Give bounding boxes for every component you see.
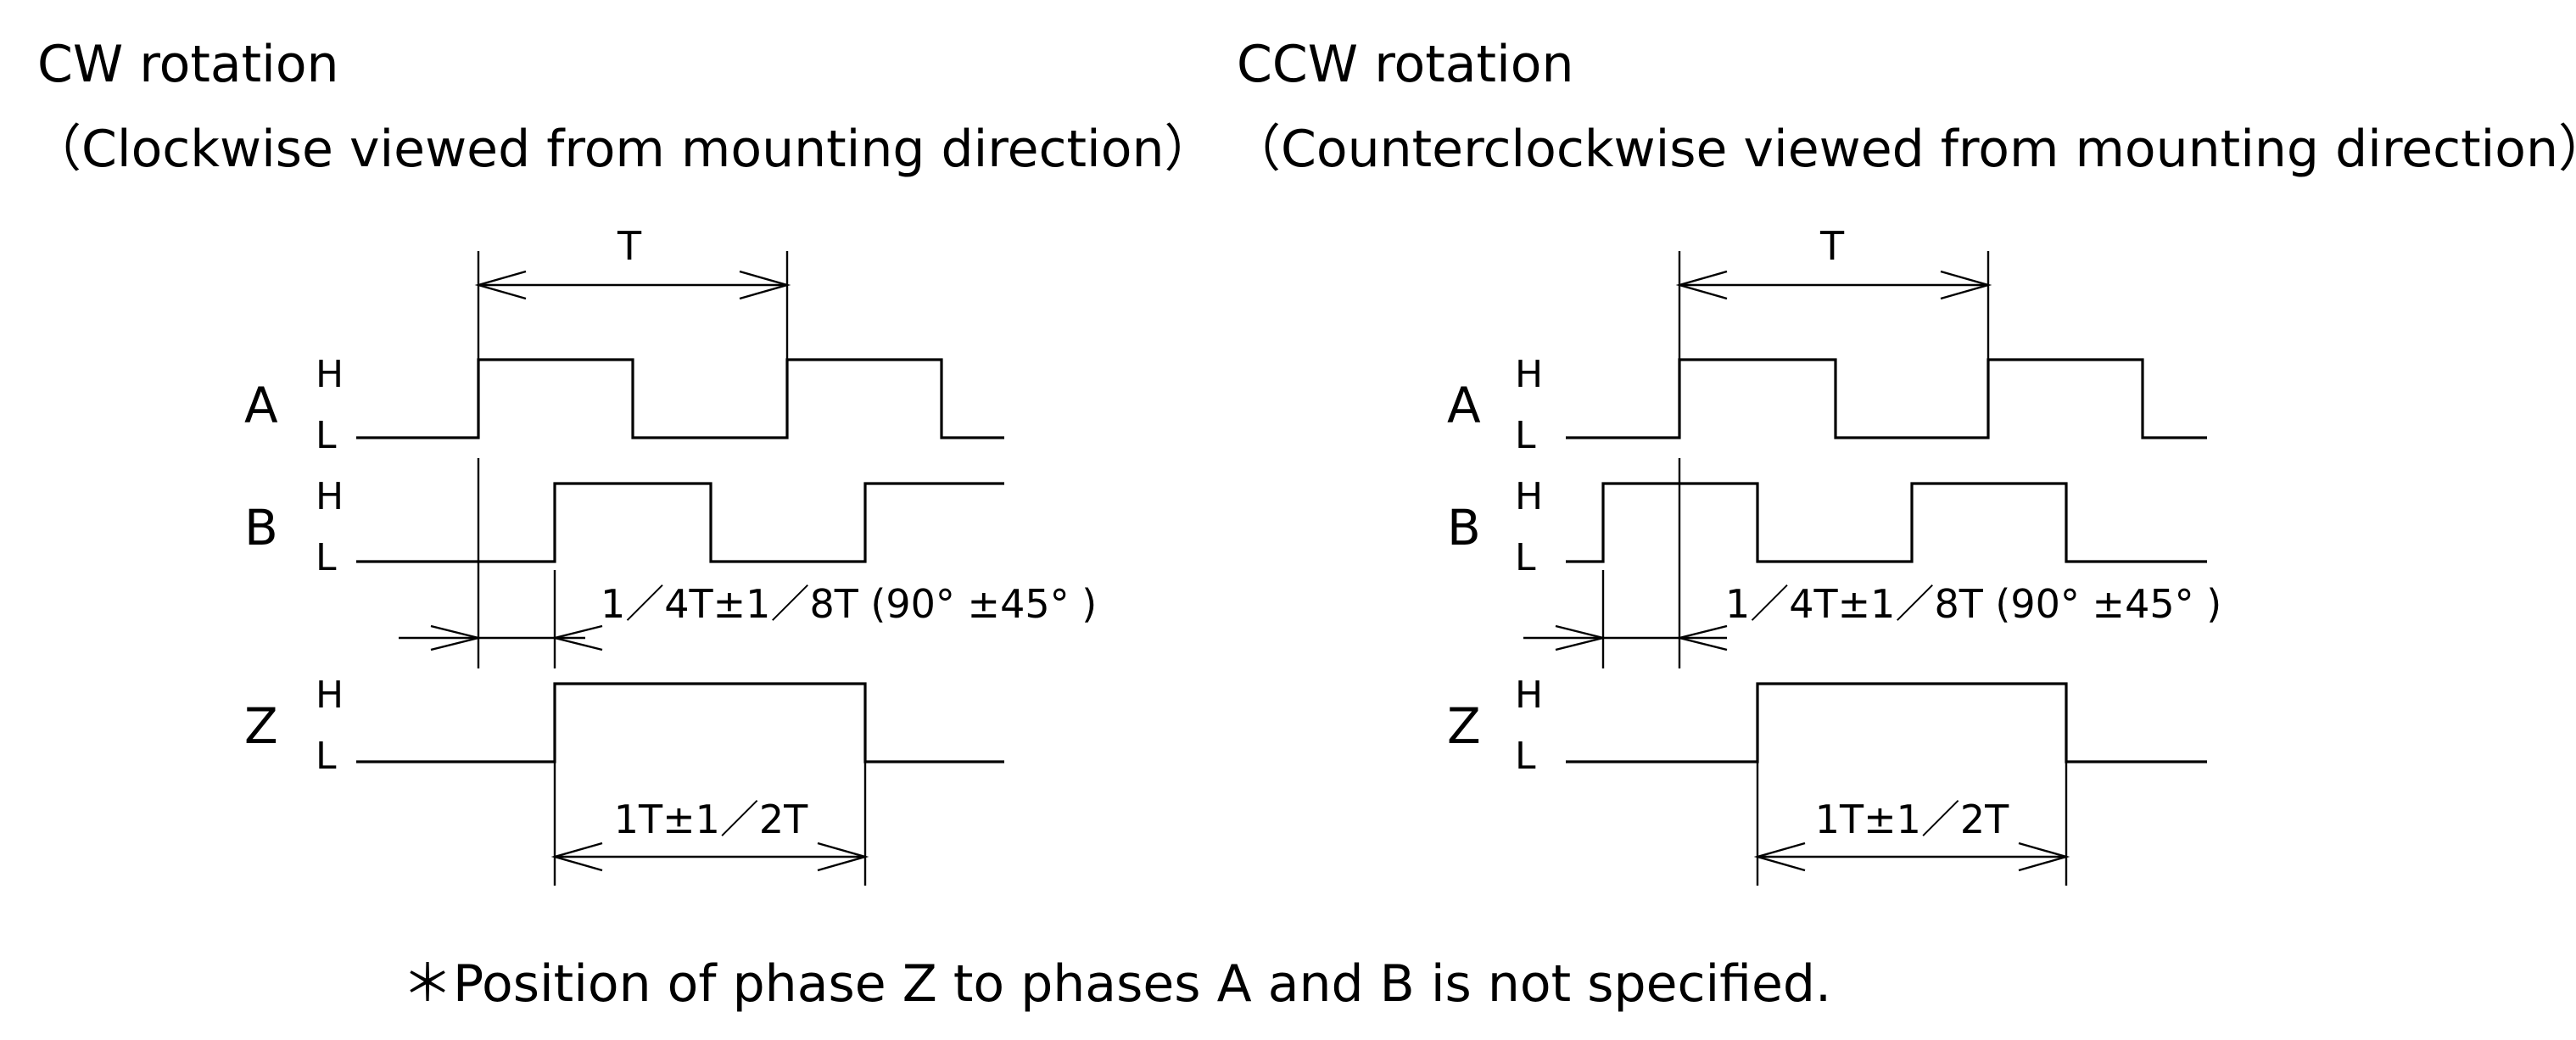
footnote: ＊Position of phase Z to phases A and B i…: [402, 954, 1831, 1014]
ccw-signal-a-name: A: [1447, 377, 1481, 434]
ccw-signal-b-low: L: [1515, 536, 1536, 579]
cw-panel: CW rotation （Clockwise viewed from mount…: [31, 35, 1215, 886]
ccw-period-dimension: T: [1675, 223, 1992, 360]
ccw-title: CCW rotation: [1237, 35, 1573, 94]
cw-signal-a-waveform: [356, 358, 1004, 439]
ccw-signal-a-waveform: [1566, 358, 2207, 439]
cw-signal-z-name: Z: [244, 697, 278, 755]
ccw-subtitle: （Counterclockwise viewed from mounting d…: [1230, 120, 2576, 179]
ccw-phase-label: 1／4T±1／8T (90° ±45° ): [1725, 581, 2221, 627]
cw-signal-a: A H L: [244, 353, 1004, 457]
ccw-signal-z-waveform: [1566, 682, 2207, 763]
cw-signal-b: B H L: [244, 475, 1004, 579]
cw-signal-a-high: H: [316, 353, 344, 396]
ccw-signal-a-low: L: [1515, 414, 1536, 457]
cw-phase-dimension: 1／4T±1／8T (90° ±45° ): [399, 458, 1097, 668]
cw-phase-label: 1／4T±1／8T (90° ±45° ): [601, 581, 1097, 627]
ccw-z-width-label: 1T±1／2T: [1815, 797, 2009, 842]
cw-signal-b-waveform: [356, 482, 1004, 563]
cw-signal-b-name: B: [244, 499, 278, 556]
ccw-signal-b-high: H: [1515, 475, 1543, 518]
ccw-phase-dimension: 1／4T±1／8T (90° ±45° ): [1523, 458, 2221, 668]
ccw-signal-b-name: B: [1447, 499, 1481, 556]
ccw-period-label: T: [1819, 223, 1845, 269]
cw-period-label: T: [617, 223, 642, 269]
cw-signal-z-high: H: [316, 674, 344, 717]
cw-title: CW rotation: [37, 35, 339, 94]
cw-signal-b-high: H: [316, 475, 344, 518]
ccw-signal-z-high: H: [1515, 674, 1543, 717]
cw-signal-a-low: L: [316, 414, 337, 457]
cw-z-width-label: 1T±1／2T: [614, 797, 808, 842]
ccw-signal-z: Z H L: [1447, 674, 2207, 778]
ccw-signal-a-high: H: [1515, 353, 1543, 396]
cw-period-dimension: T: [474, 223, 791, 360]
cw-signal-z-low: L: [316, 735, 337, 778]
ccw-signal-b-waveform: [1566, 482, 2207, 563]
cw-signal-b-low: L: [316, 536, 337, 579]
ccw-panel: CCW rotation （Counterclockwise viewed fr…: [1230, 35, 2576, 886]
ccw-z-width-dimension: 1T±1／2T: [1753, 762, 2070, 886]
cw-subtitle: （Clockwise viewed from mounting directio…: [31, 120, 1215, 179]
ccw-signal-a: A H L: [1447, 353, 2207, 457]
ccw-signal-z-low: L: [1515, 735, 1536, 778]
cw-signal-a-name: A: [244, 377, 278, 434]
cw-z-width-dimension: 1T±1／2T: [550, 762, 869, 886]
cw-signal-z: Z H L: [244, 674, 1004, 778]
ccw-signal-z-name: Z: [1447, 697, 1481, 755]
cw-signal-z-waveform: [356, 682, 1004, 763]
ccw-signal-b: B H L: [1447, 475, 2207, 579]
